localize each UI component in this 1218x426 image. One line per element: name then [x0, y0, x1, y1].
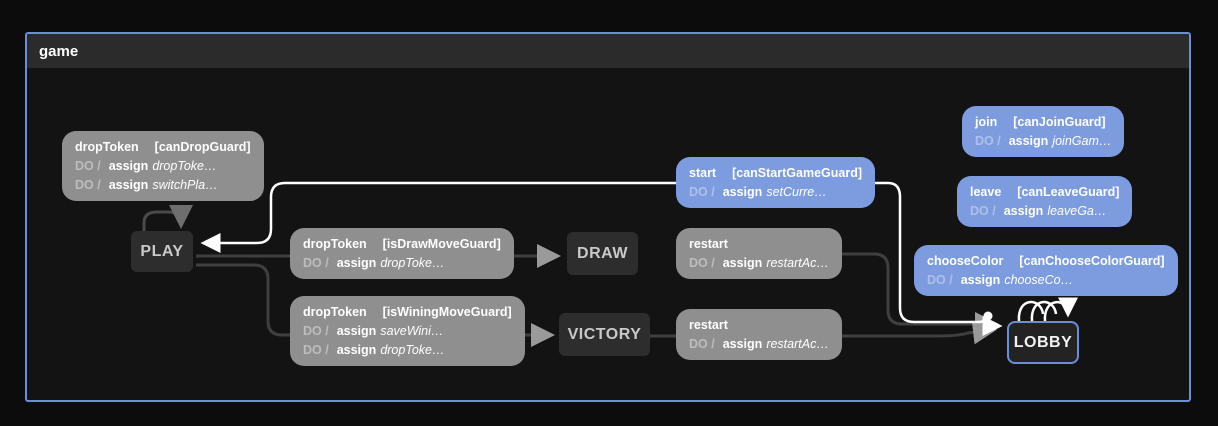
- state-label: DRAW: [577, 244, 628, 262]
- action-verb: assign: [722, 337, 763, 351]
- action-value: dropToke…: [380, 256, 445, 270]
- action-verb: assign: [336, 343, 377, 357]
- event-guard: [canLeaveGuard]: [1017, 185, 1120, 199]
- event-name: dropToken: [303, 237, 367, 251]
- action-verb: assign: [1003, 204, 1044, 218]
- action-value: chooseCo…: [1004, 273, 1074, 287]
- do-label: DO /: [927, 273, 953, 287]
- action-value: setCurre…: [766, 185, 827, 199]
- event-name: dropToken: [303, 305, 367, 319]
- action-value: switchPla…: [152, 178, 218, 192]
- do-label: DO /: [303, 324, 329, 338]
- action-value: dropToke…: [380, 343, 445, 357]
- event-header: join [canJoinGuard]: [975, 115, 1111, 129]
- event-name: restart: [689, 237, 728, 251]
- do-label: DO /: [975, 134, 1001, 148]
- state-label: LOBBY: [1013, 333, 1073, 351]
- action-value: joinGam…: [1052, 134, 1112, 148]
- event-header: restart: [689, 237, 829, 251]
- event-header: start [canStartGameGuard]: [689, 166, 862, 180]
- event-name: chooseColor: [927, 254, 1004, 268]
- event-name: start: [689, 166, 717, 180]
- action-verb: assign: [336, 324, 377, 338]
- event-guard: [isWiningMoveGuard]: [382, 305, 512, 319]
- event-header: dropToken [canDropGuard]: [75, 140, 251, 154]
- event-choosecolor-canchoosecolorguard[interactable]: chooseColor [canChooseColorGuard] DO / as…: [914, 245, 1178, 296]
- event-header: chooseColor [canChooseColorGuard]: [927, 254, 1165, 268]
- event-header: restart: [689, 318, 829, 332]
- event-guard: [canDropGuard]: [154, 140, 251, 154]
- action-verb: assign: [722, 256, 763, 270]
- event-name: join: [975, 115, 998, 129]
- do-label: DO /: [75, 178, 101, 192]
- do-label: DO /: [689, 185, 715, 199]
- state-label: PLAY: [140, 242, 184, 260]
- action-value: leaveGa…: [1047, 204, 1107, 218]
- action-value: saveWini…: [380, 324, 444, 338]
- state-label: VICTORY: [567, 325, 642, 343]
- state-draw[interactable]: DRAW: [567, 232, 638, 275]
- do-label: DO /: [303, 256, 329, 270]
- action-value: dropToke…: [152, 159, 217, 173]
- event-guard: [canStartGameGuard]: [732, 166, 862, 180]
- do-label: DO /: [75, 159, 101, 173]
- action-value: restartAc…: [766, 256, 829, 270]
- action-verb: assign: [336, 256, 377, 270]
- do-label: DO /: [970, 204, 996, 218]
- state-play[interactable]: PLAY: [131, 231, 193, 272]
- action-value: restartAc…: [766, 337, 829, 351]
- event-droptoken-iswiningmoveguard[interactable]: dropToken [isWiningMoveGuard] DO / assign…: [290, 296, 525, 366]
- event-guard: [canChooseColorGuard]: [1019, 254, 1165, 268]
- event-header: dropToken [isWiningMoveGuard]: [303, 305, 512, 319]
- machine-title: game: [39, 42, 79, 60]
- action-verb: assign: [1008, 134, 1049, 148]
- event-guard: [isDrawMoveGuard]: [382, 237, 501, 251]
- do-label: DO /: [303, 343, 329, 357]
- action-verb: assign: [108, 159, 149, 173]
- do-label: DO /: [689, 256, 715, 270]
- event-name: dropToken: [75, 140, 139, 154]
- event-header: dropToken [isDrawMoveGuard]: [303, 237, 501, 251]
- event-guard: [canJoinGuard]: [1013, 115, 1106, 129]
- action-verb: assign: [722, 185, 763, 199]
- action-verb: assign: [108, 178, 149, 192]
- event-name: leave: [970, 185, 1002, 199]
- action-verb: assign: [960, 273, 1001, 287]
- do-label: DO /: [689, 337, 715, 351]
- event-header: leave [canLeaveGuard]: [970, 185, 1119, 199]
- state-lobby[interactable]: LOBBY: [1007, 321, 1079, 364]
- event-name: restart: [689, 318, 728, 332]
- state-victory[interactable]: VICTORY: [559, 313, 650, 356]
- machine-header: game: [27, 34, 1189, 68]
